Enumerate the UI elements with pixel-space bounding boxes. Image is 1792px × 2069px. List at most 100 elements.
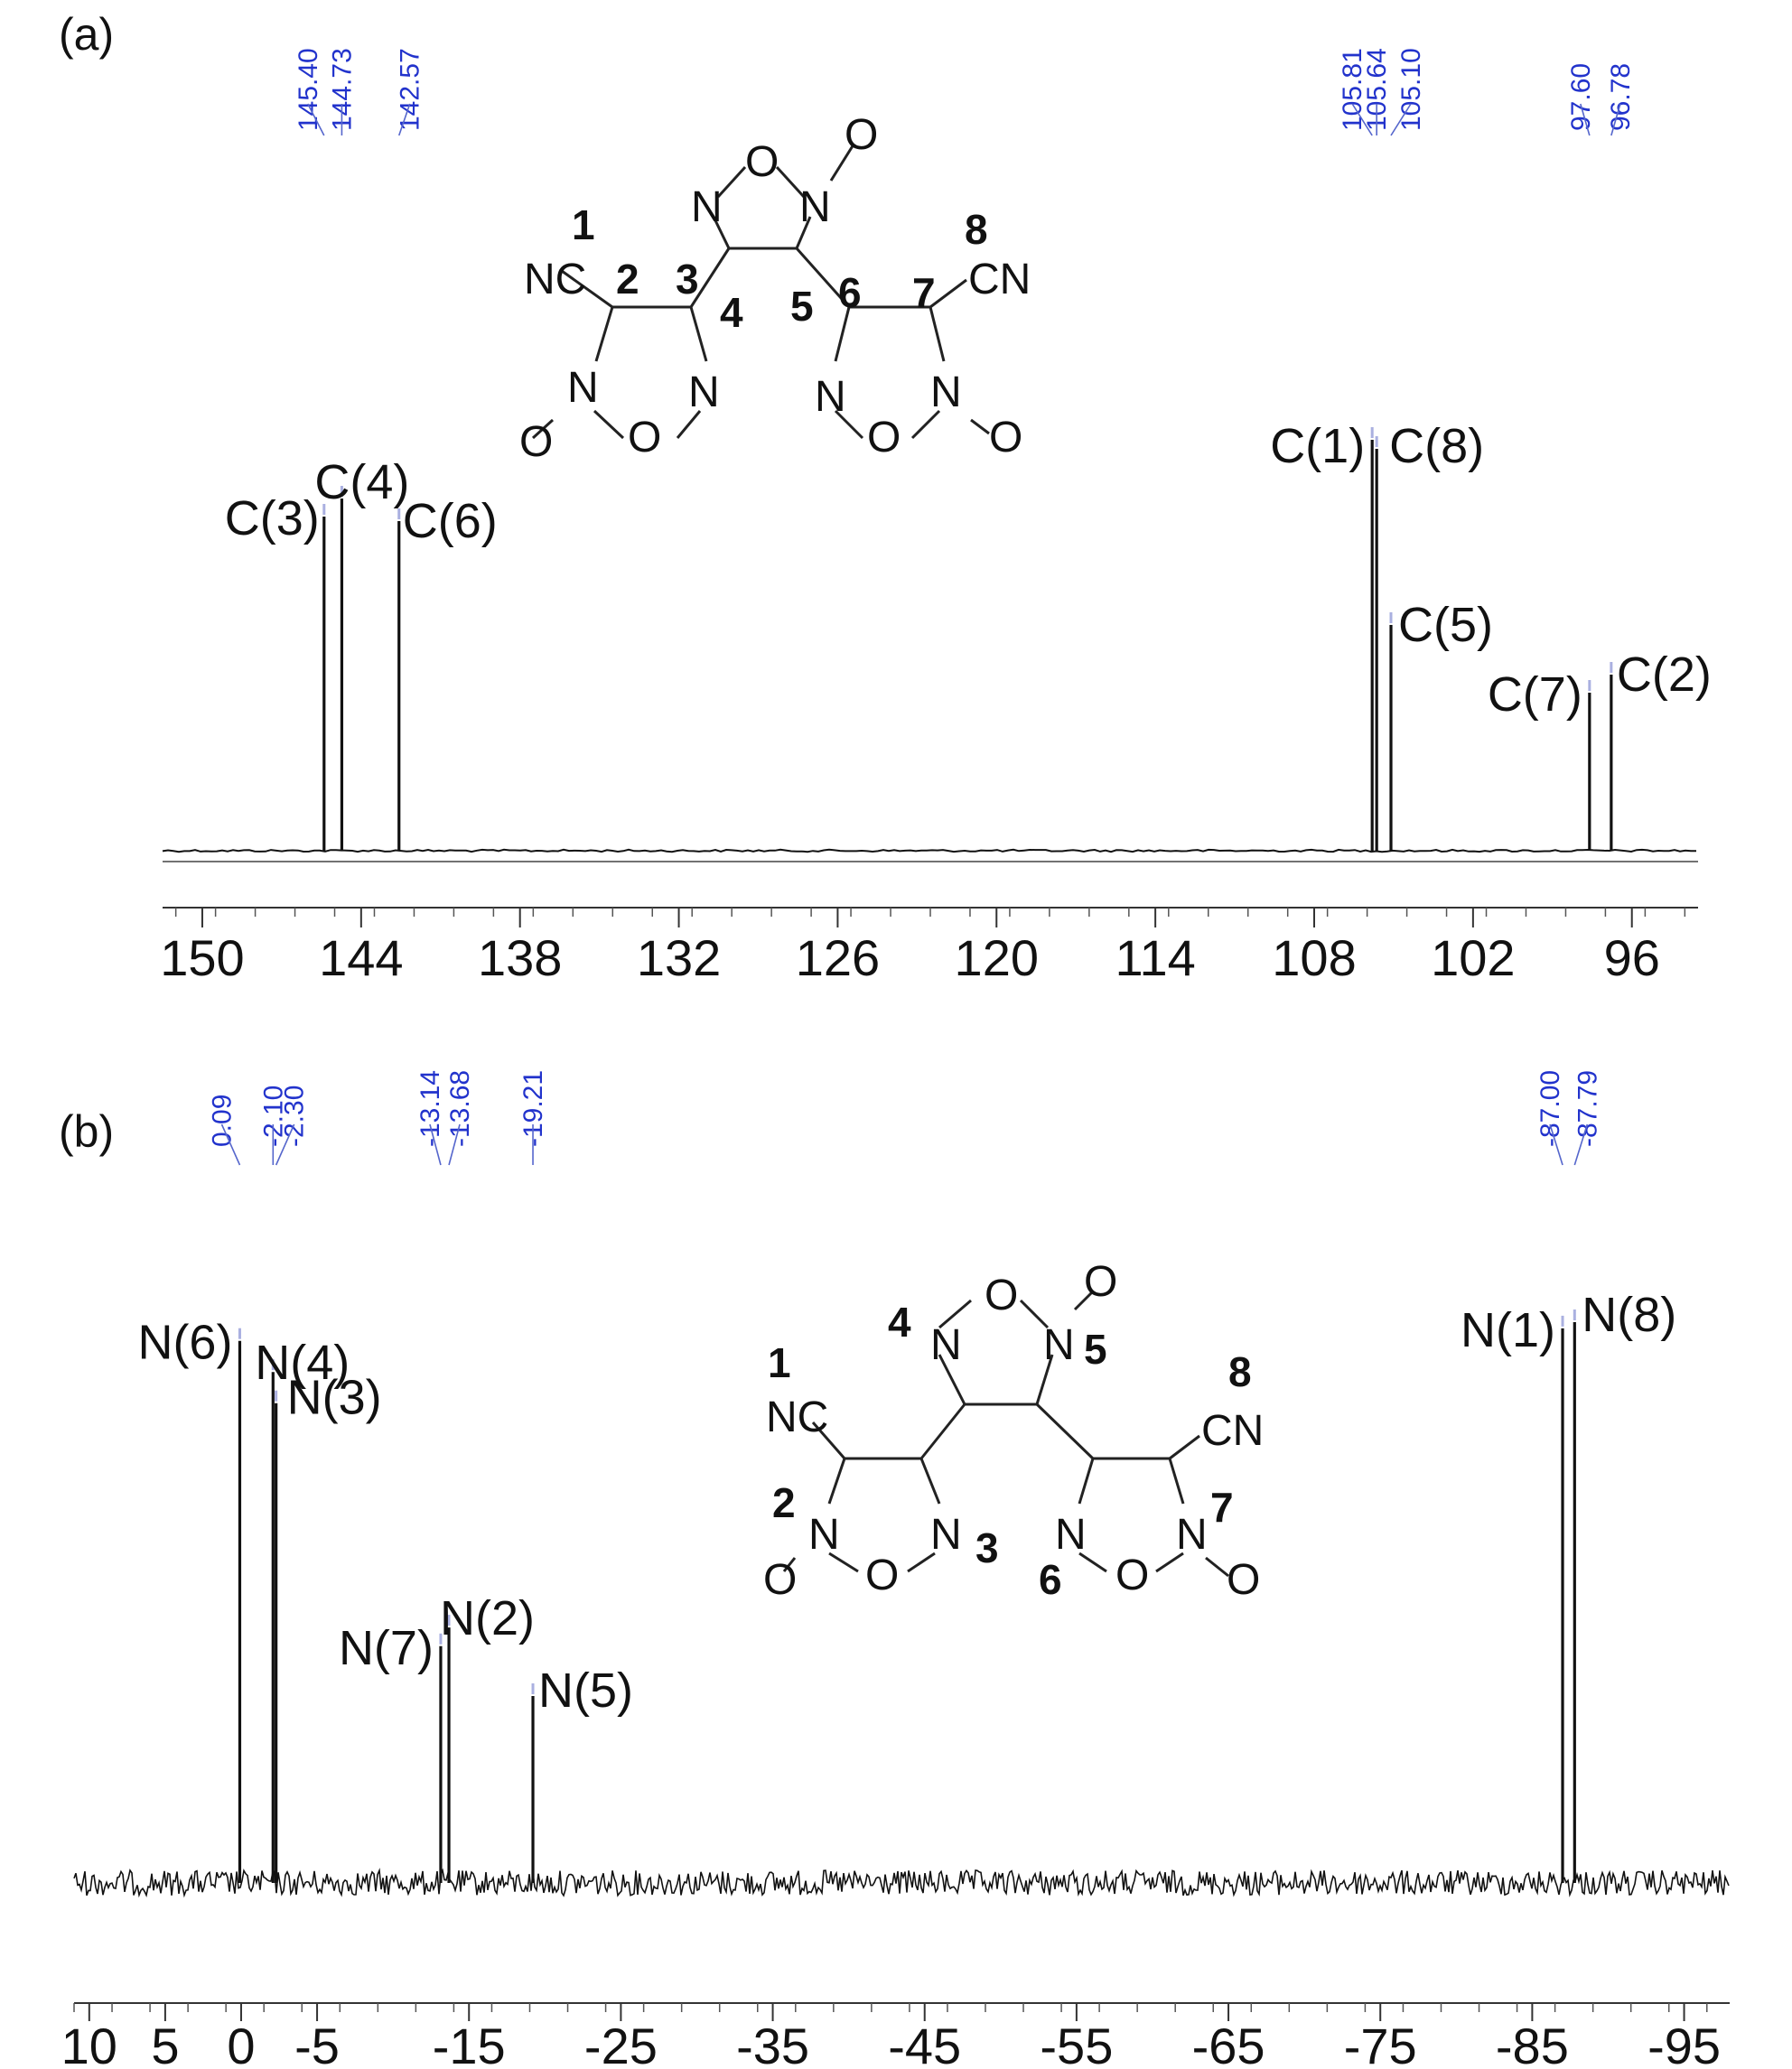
peak-label: N(4) xyxy=(255,1336,350,1390)
peak-label: C(6) xyxy=(403,494,498,548)
atom-o-a4: O xyxy=(519,418,553,466)
shift-label: 142.57 xyxy=(396,48,425,131)
atom-o-a6: O xyxy=(989,414,1022,461)
num-a-6: 6 xyxy=(838,269,862,316)
atom-o-a2: O xyxy=(845,111,878,159)
shift-connector xyxy=(220,1123,241,1166)
peak-label: C(2) xyxy=(1617,648,1712,702)
shift-connector xyxy=(1610,103,1621,136)
shift-connector xyxy=(275,1123,295,1166)
peak-label: N(1) xyxy=(1461,1303,1555,1357)
atom-n-b3: N xyxy=(808,1511,840,1559)
tick-label: -55 xyxy=(1040,2018,1113,2069)
shift-label: 105.81 xyxy=(1338,48,1367,131)
tick-label: -5 xyxy=(294,2018,340,2069)
num-a-5: 5 xyxy=(790,283,814,330)
tick-label: -85 xyxy=(1496,2018,1569,2069)
panel-label-b: (b) xyxy=(59,1106,114,1157)
tick-label: -95 xyxy=(1647,2018,1721,2069)
shift-label: -13.14 xyxy=(415,1070,445,1147)
tick-label: 10 xyxy=(61,2018,117,2069)
num-b-1: 1 xyxy=(768,1339,791,1386)
atom-n-a3: N xyxy=(567,364,599,412)
panel-label-a: (a) xyxy=(59,9,114,60)
atom-cn-a: CN xyxy=(968,256,1031,303)
atom-n-b4: N xyxy=(930,1511,962,1559)
peak-label: C(3) xyxy=(225,491,320,545)
atom-n-b6: N xyxy=(1176,1511,1208,1559)
tick-label: 150 xyxy=(160,929,244,986)
tick-label: 132 xyxy=(637,929,721,986)
atom-o-b6: O xyxy=(1227,1556,1260,1604)
atom-n-b2: N xyxy=(1043,1321,1075,1369)
tick-label: -25 xyxy=(584,2018,658,2069)
shift-connector xyxy=(307,103,325,136)
shift-label: -87.00 xyxy=(1535,1070,1565,1147)
num-b-7: 7 xyxy=(1210,1484,1234,1531)
atom-o-b2: O xyxy=(1084,1258,1117,1306)
atom-o-a5: O xyxy=(867,414,901,461)
shift-connector xyxy=(1390,103,1412,136)
atom-o-b1: O xyxy=(985,1272,1018,1319)
tick-label: -65 xyxy=(1192,2018,1265,2069)
shift-connector xyxy=(429,1123,442,1166)
structure-a: NC CN N O N O N O N O N O N O 1 2 3 4 5 … xyxy=(519,111,1031,466)
shift-label: 0.09 xyxy=(207,1095,237,1147)
tick-label: -45 xyxy=(888,2018,961,2069)
peak-label: N(5) xyxy=(538,1664,633,1718)
tick-label: 102 xyxy=(1431,929,1515,986)
peak-label: C(7) xyxy=(1488,667,1582,722)
tick-label: 114 xyxy=(1115,929,1195,986)
peak-label: N(3) xyxy=(287,1371,382,1425)
peak-label: C(8) xyxy=(1389,419,1484,473)
tick-label: -75 xyxy=(1344,2018,1417,2069)
baseline-trace xyxy=(162,848,1696,853)
shift-connector xyxy=(397,103,411,136)
atom-n-a1: N xyxy=(691,183,723,231)
shift-label: 105.10 xyxy=(1396,48,1426,131)
num-b-8: 8 xyxy=(1228,1348,1252,1395)
tick-label: 5 xyxy=(151,2018,179,2069)
atom-n-b1: N xyxy=(930,1321,962,1369)
num-a-7: 7 xyxy=(912,269,936,316)
num-b-2: 2 xyxy=(772,1479,796,1526)
atom-n-b5: N xyxy=(1055,1511,1087,1559)
peak-label: N(7) xyxy=(339,1621,434,1675)
atom-o-a1: O xyxy=(745,138,779,186)
tick-label: 126 xyxy=(796,929,880,986)
atom-n-a2: N xyxy=(799,183,831,231)
num-a-8: 8 xyxy=(965,206,988,253)
peak-label: N(6) xyxy=(137,1316,232,1370)
atom-nc-b: NC xyxy=(766,1393,828,1441)
shift-label: 96.78 xyxy=(1606,63,1636,131)
num-a-3: 3 xyxy=(676,256,699,303)
tick-label: 138 xyxy=(478,929,562,986)
shift-label: -13.68 xyxy=(445,1070,475,1147)
tick-label: 144 xyxy=(319,929,403,986)
num-a-2: 2 xyxy=(616,256,639,303)
atom-o-a3: O xyxy=(628,414,661,461)
peak-label: C(1) xyxy=(1270,419,1365,473)
shift-connector xyxy=(1351,103,1373,136)
num-b-3: 3 xyxy=(975,1524,999,1571)
tick-label: 108 xyxy=(1272,929,1356,986)
atom-o-b4: O xyxy=(763,1556,797,1604)
peak-label: N(8) xyxy=(1582,1288,1676,1342)
atom-o-b3: O xyxy=(865,1552,899,1599)
shift-connector xyxy=(1573,1123,1589,1166)
atom-nc-a: NC xyxy=(524,256,586,303)
num-b-5: 5 xyxy=(1084,1326,1107,1373)
tick-label: 120 xyxy=(955,929,1039,986)
peak-label: N(2) xyxy=(440,1591,535,1645)
shift-label: 145.40 xyxy=(294,48,323,131)
baseline-trace xyxy=(73,1868,1730,1898)
shift-connector xyxy=(448,1123,461,1166)
atom-n-a4: N xyxy=(688,368,720,416)
shift-connector xyxy=(1549,1123,1563,1166)
num-a-1: 1 xyxy=(572,201,595,248)
peak-label: C(4) xyxy=(314,455,409,509)
atom-cn-b: CN xyxy=(1201,1407,1264,1455)
tick-label: 0 xyxy=(227,2018,255,2069)
